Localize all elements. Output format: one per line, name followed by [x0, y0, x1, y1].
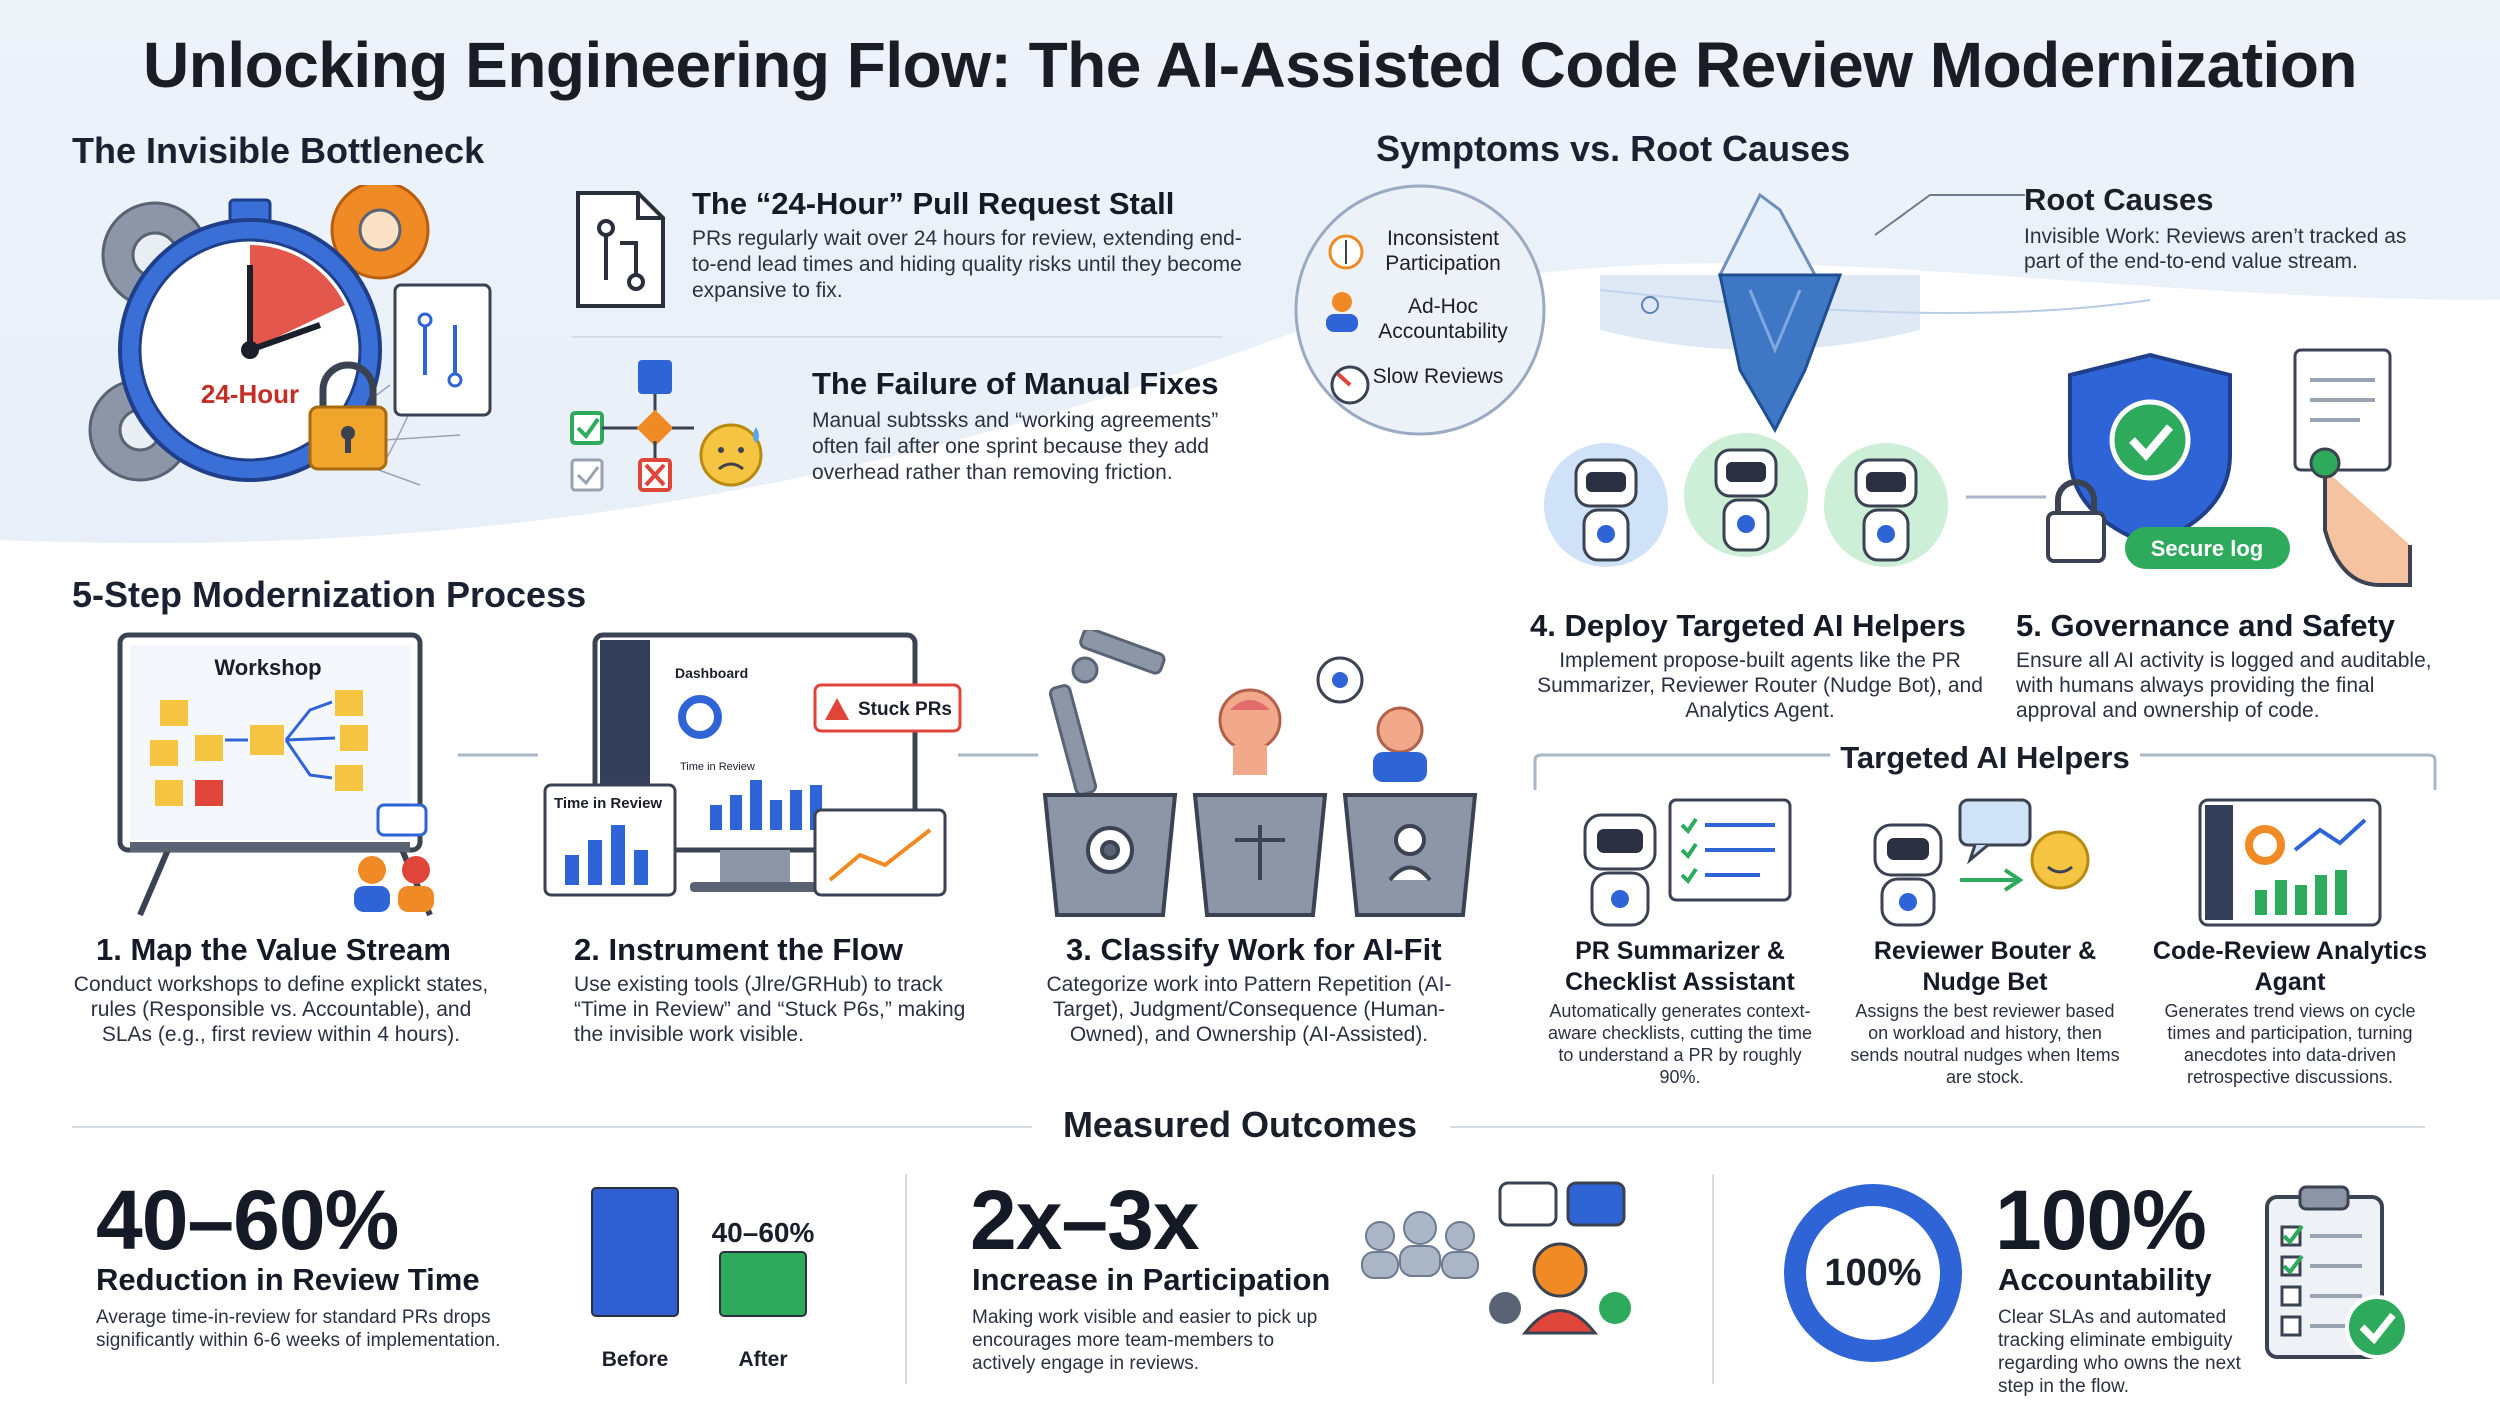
- robot-icon: [1873, 823, 1943, 927]
- step-2-desc: Use existing tools (Jlre/GRHub) to track…: [574, 973, 966, 1046]
- outcomes-divider-right: [1450, 1126, 2425, 1128]
- dashboard-illustration: Dashboard Time in Review Stuck PRs Time …: [543, 632, 962, 897]
- symptoms-circle: [1294, 184, 1546, 436]
- secure-log-label: Secure log: [2151, 536, 2263, 561]
- lock-icon: [308, 361, 388, 471]
- step-connector: [458, 753, 538, 757]
- root-causes-desc: Invisible Work: Reviews aren’t tracked a…: [2024, 225, 2407, 273]
- step-1-desc: Conduct workshops to define explickt sta…: [73, 973, 489, 1046]
- outcome-3-desc: Clear SLAs and automated tracking elimin…: [1998, 1307, 2241, 1397]
- helper-1-title: PR Summarizer & Checklist Assistant: [1565, 937, 1795, 996]
- category-label-after: After: [738, 1348, 787, 1371]
- ring-value: 100%: [1824, 1252, 1921, 1294]
- outcomes-divider-left: [72, 1126, 1032, 1128]
- step-5-title: 5. Governance and Safety: [2016, 608, 2396, 643]
- clock-label: 24-Hour: [201, 379, 299, 409]
- dashboard-label: Dashboard: [675, 665, 748, 681]
- analytics-agent-icon: [2198, 798, 2382, 927]
- step-4-title: 4. Deploy Targeted AI Helpers: [1530, 608, 1966, 643]
- outcome-1-value: 40–60%: [96, 1173, 399, 1267]
- robot-arm-icon: [1048, 630, 1166, 796]
- workshop-board-illustration: Workshop: [117, 632, 434, 917]
- outcomes-heading: Measured Outcomes: [1062, 1104, 1418, 1145]
- participation-people-illustration: [1361, 1181, 1631, 1335]
- pr-summarizer-icon: [1583, 798, 1792, 927]
- shield-icon: [2068, 352, 2232, 548]
- process-heading: 5-Step Modernization Process: [72, 574, 587, 615]
- divider: [572, 336, 1222, 338]
- reviewer-router-icon: [1873, 798, 2090, 927]
- stuck-prs-label: Stuck PRs: [858, 699, 952, 720]
- bar-after: [719, 1251, 807, 1317]
- flowchart-icon: [570, 360, 763, 492]
- pr-stall-title: The “24-Hour” Pull Request Stall: [692, 186, 1175, 221]
- outcomes-separator: [1712, 1174, 1714, 1384]
- outcome-2-desc: Making work visible and easier to pick u…: [972, 1307, 1318, 1374]
- helper-3-desc: Generates trend views on cycle times and…: [2164, 1001, 2416, 1087]
- root-connector: [1874, 194, 2025, 236]
- page-title: Unlocking Engineering Flow: The AI-Assis…: [143, 29, 2358, 101]
- person-icon: [1326, 292, 1358, 332]
- symptoms-heading: Symptoms vs. Root Causes: [1376, 128, 1851, 169]
- hand-icon: [2309, 447, 2412, 587]
- symptom-inconsistent-participation: Inconsistent Participation: [1385, 227, 1501, 275]
- bar-before: [591, 1187, 679, 1317]
- robot-icon: [1583, 813, 1657, 927]
- robot-icon: [1544, 443, 1668, 567]
- step-connector: [958, 753, 1038, 757]
- iceberg-illustration: [1600, 192, 1920, 434]
- before-after-chart: Before After 40–60%: [591, 1187, 815, 1371]
- people-icon: [1361, 1211, 1479, 1279]
- step-connector: [1966, 495, 2046, 499]
- pull-request-document-icon: [576, 191, 665, 308]
- outcome-2-value: 2x–3x: [970, 1173, 1200, 1267]
- outcome-3-value: 100%: [1995, 1173, 2207, 1267]
- helpers-bracket: [1533, 753, 2437, 790]
- bar-annotation: 40–60%: [712, 1217, 815, 1248]
- helper-1-desc: Automatically generates context-aware ch…: [1547, 1001, 1813, 1087]
- symptom-ad-hoc-accountability: Ad-Hoc Accountability: [1378, 295, 1508, 343]
- step-4-desc: Implement propose-built agents like the …: [1537, 649, 1983, 722]
- step-5-desc: Ensure all AI activity is logged and aud…: [2016, 649, 2432, 722]
- gauge-icon: [1330, 365, 1370, 405]
- root-causes-title: Root Causes: [2024, 182, 2214, 217]
- document-icon: [393, 283, 492, 417]
- time-in-review-small-label: Time in Review: [680, 761, 755, 773]
- step-2-title: 2. Instrument the Flow: [574, 932, 903, 967]
- manual-fixes-desc: Manual subtssks and “working agreements”…: [812, 409, 1219, 484]
- bottleneck-heading: The Invisible Bottleneck: [72, 130, 485, 171]
- manual-fixes-title: The Failure of Manual Fixes: [812, 366, 1219, 401]
- helper-3-title: Code-Review Analytics Agant: [2152, 937, 2428, 996]
- outcome-1-desc: Average time-in-review for standard PRs …: [96, 1307, 501, 1351]
- robot-icon: [1684, 433, 1808, 557]
- helper-2-desc: Assigns the best reviewer based on workl…: [1850, 1001, 2120, 1087]
- outcome-1-label: Reduction in Review Time: [96, 1262, 480, 1297]
- accountability-ring: 100%: [1784, 1184, 1962, 1362]
- step-1-title: 1. Map the Value Stream: [96, 932, 451, 967]
- stopwatch-illustration: 24-Hour: [88, 185, 492, 486]
- outcome-2-label: Increase in Participation: [972, 1262, 1331, 1297]
- outcomes-separator: [905, 1174, 907, 1384]
- pr-stall-desc: PRs regularly wait over 24 hours for rev…: [692, 227, 1242, 302]
- lock-icon: [2046, 479, 2106, 563]
- robot-icon: [1824, 443, 1948, 567]
- step-3-desc: Categorize work into Pattern Repetition …: [1046, 973, 1452, 1046]
- governance-illustration: Secure log: [2046, 348, 2412, 587]
- clipboard-checklist-icon: [2265, 1185, 2409, 1359]
- bin-icon: [1042, 793, 1478, 917]
- category-label-before: Before: [602, 1348, 669, 1371]
- time-in-review-label: Time in Review: [554, 795, 662, 812]
- symptom-slow-reviews: Slow Reviews: [1372, 365, 1504, 388]
- helpers-heading: Targeted AI Helpers: [1840, 740, 2130, 775]
- workshop-label: Workshop: [214, 655, 321, 680]
- classify-bins-illustration: [1042, 630, 1478, 917]
- helper-2-title: Reviewer Bouter & Nudge Bet: [1873, 937, 2097, 996]
- scale-icon: [1328, 234, 1364, 270]
- sticky-notes: [150, 690, 368, 806]
- outcome-3-label: Accountability: [1998, 1262, 2212, 1297]
- step-3-title: 3. Classify Work for AI-Fit: [1066, 932, 1442, 967]
- ai-robots-illustration: [1544, 433, 1948, 567]
- gear-icon: [88, 185, 430, 482]
